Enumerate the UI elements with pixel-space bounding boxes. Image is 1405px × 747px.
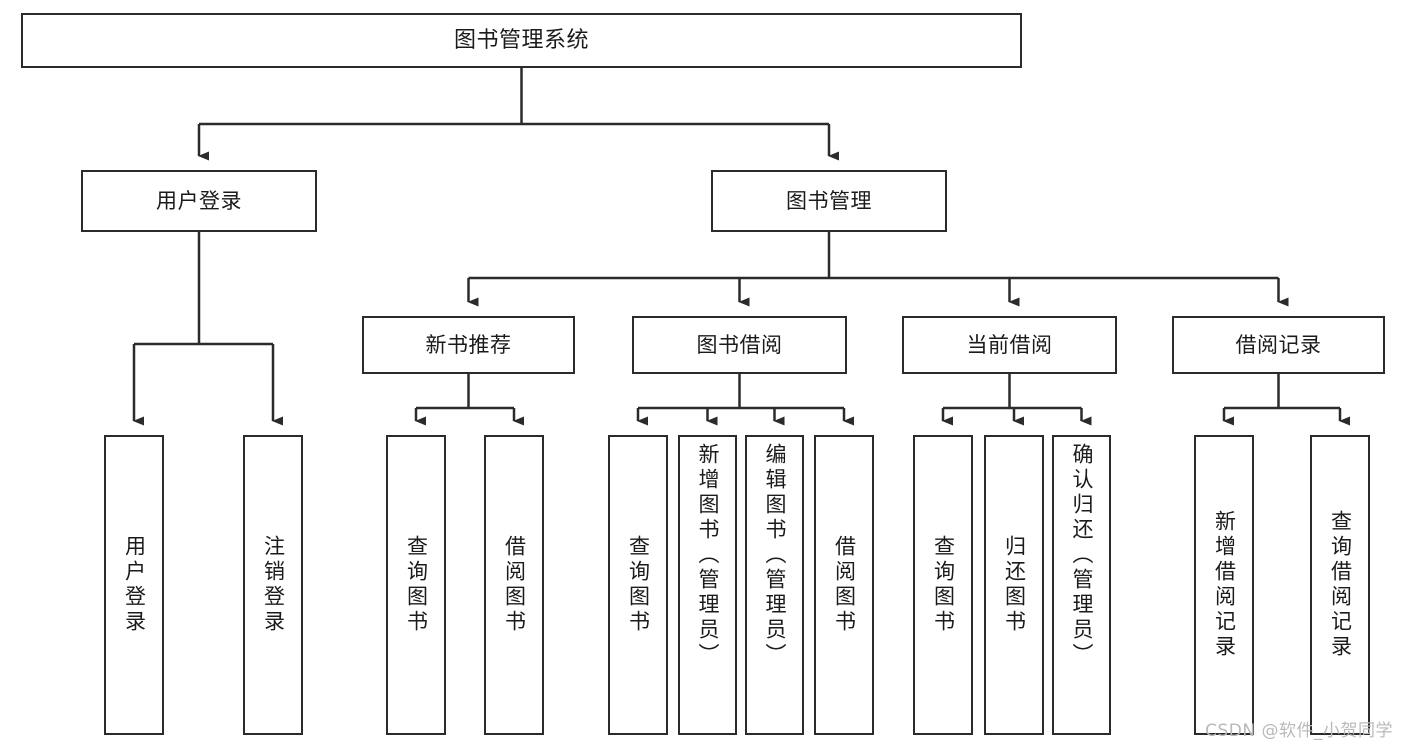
node-leaf-rec-add-label: 新增借阅记录: [1212, 510, 1237, 660]
node-leaf-borrow-edit[interactable]: 编辑图书（管理员）: [745, 435, 804, 735]
node-leaf-rec-query2[interactable]: 查询借阅记录: [1310, 435, 1370, 735]
node-leaf-borrow-edit-label: 编辑图书（管理员）: [763, 443, 787, 668]
node-leaf-borrow-do-label: 借阅图书: [832, 535, 857, 635]
node-leaf-rec-query[interactable]: 查询图书: [386, 435, 446, 735]
node-leaf-rec-borrow[interactable]: 借阅图书: [484, 435, 544, 735]
node-leaf-borrow-add[interactable]: 新增图书（管理员）: [678, 435, 737, 735]
node-book-borrow[interactable]: 图书借阅: [632, 316, 847, 374]
node-new-book-rec[interactable]: 新书推荐: [362, 316, 575, 374]
node-leaf-user-login[interactable]: 用户登录: [104, 435, 164, 735]
node-leaf-cur-query-label: 查询图书: [931, 535, 956, 635]
node-borrow-record-label: 借阅记录: [1235, 332, 1322, 357]
node-new-book-rec-label: 新书推荐: [425, 332, 512, 357]
node-leaf-user-logout[interactable]: 注销登录: [243, 435, 303, 735]
node-root-label: 图书管理系统: [453, 27, 589, 53]
watermark: CSDN @软件_小贺同学: [1205, 721, 1393, 741]
node-current-borrow-label: 当前借阅: [966, 332, 1053, 357]
node-leaf-borrow-add-label: 新增图书（管理员）: [696, 443, 720, 668]
node-book-manage[interactable]: 图书管理: [711, 170, 947, 232]
node-user-login[interactable]: 用户登录: [81, 170, 317, 232]
node-user-login-label: 用户登录: [156, 188, 242, 213]
node-leaf-cur-confirm[interactable]: 确认归还（管理员）: [1052, 435, 1111, 735]
node-leaf-cur-return-label: 归还图书: [1002, 535, 1027, 635]
node-leaf-user-logout-label: 注销登录: [261, 535, 286, 635]
node-current-borrow[interactable]: 当前借阅: [902, 316, 1117, 374]
node-book-manage-label: 图书管理: [786, 188, 872, 213]
node-leaf-cur-return[interactable]: 归还图书: [984, 435, 1044, 735]
node-leaf-cur-query[interactable]: 查询图书: [913, 435, 973, 735]
node-leaf-rec-query2-label: 查询借阅记录: [1328, 510, 1353, 660]
node-leaf-rec-query-label: 查询图书: [404, 535, 429, 635]
node-leaf-user-login-label: 用户登录: [122, 535, 147, 635]
node-leaf-cur-confirm-label: 确认归还（管理员）: [1070, 443, 1094, 668]
node-leaf-borrow-query[interactable]: 查询图书: [608, 435, 668, 735]
node-leaf-borrow-do[interactable]: 借阅图书: [814, 435, 874, 735]
node-leaf-rec-add[interactable]: 新增借阅记录: [1194, 435, 1254, 735]
node-root[interactable]: 图书管理系统: [21, 13, 1022, 68]
node-borrow-record[interactable]: 借阅记录: [1172, 316, 1385, 374]
node-book-borrow-label: 图书借阅: [696, 332, 783, 357]
node-leaf-borrow-query-label: 查询图书: [626, 535, 651, 635]
node-leaf-rec-borrow-label: 借阅图书: [502, 535, 527, 635]
